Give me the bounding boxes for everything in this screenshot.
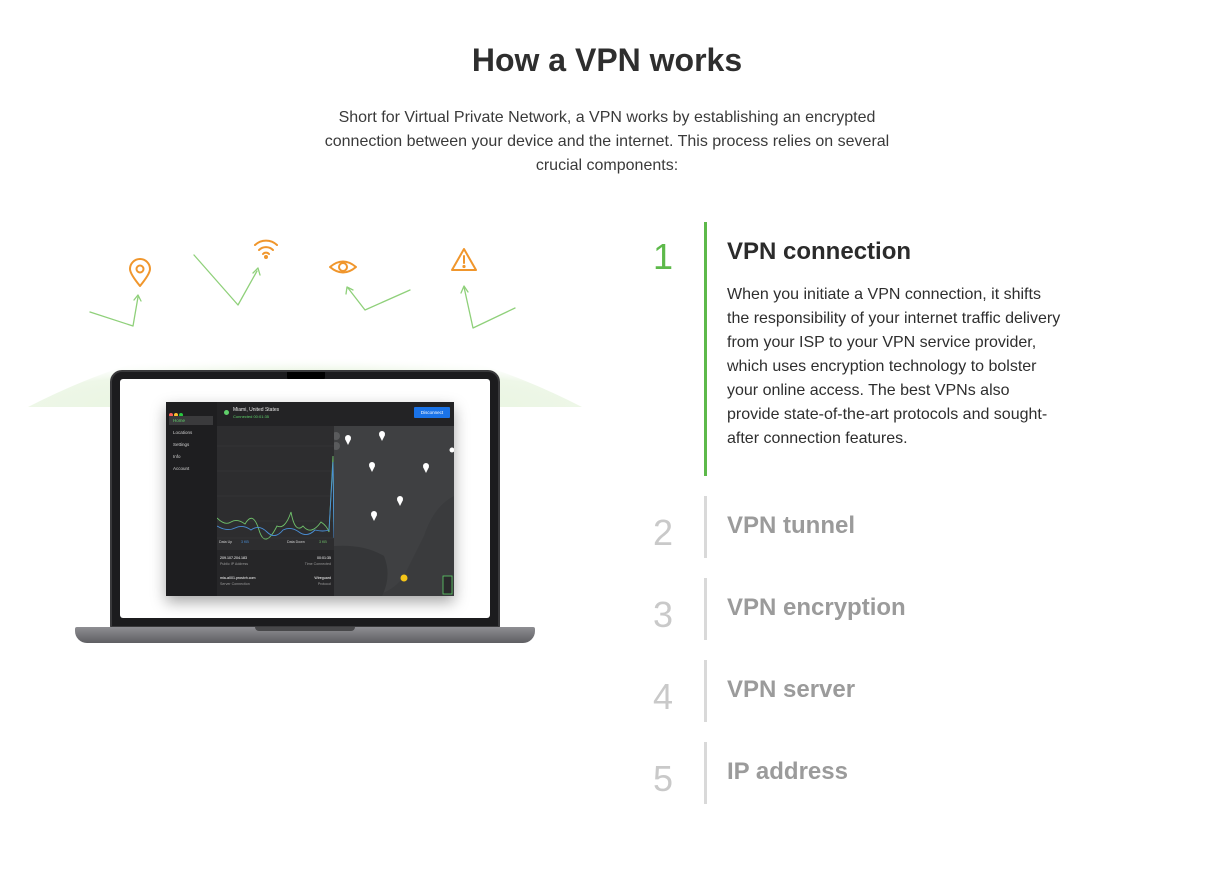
step-number: 2: [652, 512, 674, 553]
step-1[interactable]: 1 VPN connection When you initiate a VPN…: [640, 222, 1120, 476]
camera-notch: [287, 372, 325, 381]
step-indicator-bar: [704, 578, 707, 640]
vpn-app-window: Home Locations Settings Info Account Mia…: [166, 402, 454, 596]
sidebar-item-home: Home: [169, 416, 213, 425]
sidebar-item-info: Info: [173, 454, 181, 459]
time-label: Time Connected: [304, 562, 331, 566]
disconnect-button: Disconnect: [414, 407, 450, 418]
window-controls: [169, 404, 184, 422]
ip-value: 209.107.204.183: [220, 556, 247, 560]
step-3[interactable]: 3 VPN encryption: [640, 578, 1120, 640]
step-number: 1: [652, 236, 674, 277]
step-title: VPN encryption: [727, 594, 906, 621]
step-title: VPN tunnel: [727, 512, 856, 539]
laptop-base: [75, 627, 535, 643]
step-title: VPN server: [727, 676, 856, 703]
server-label: Server Connection: [220, 582, 250, 586]
data-down-label: Data Down: [287, 540, 305, 544]
step-title: VPN connection: [727, 238, 912, 265]
connected-location: Miami, United States: [233, 407, 280, 413]
step-number: 5: [652, 758, 674, 799]
sidebar-item-locations: Locations: [173, 430, 193, 435]
arrow-4: [463, 286, 516, 329]
step-2[interactable]: 2 VPN tunnel: [640, 496, 1120, 558]
sidebar-item-account: Account: [173, 466, 190, 471]
protocol-value: Wireguard: [314, 576, 331, 580]
arrow-3: [347, 287, 411, 311]
step-5[interactable]: 5 IP address: [640, 742, 1120, 804]
arrow-1: [89, 296, 139, 327]
page-title: How a VPN works: [471, 42, 743, 78]
warning-icon: [451, 248, 477, 271]
step-indicator-bar: [704, 222, 707, 476]
arrow-2: [193, 254, 258, 306]
connection-stats: 209.107.204.183 Public IP Address 00:01:…: [217, 550, 334, 596]
connection-status: Connected 00:01:35: [233, 414, 270, 419]
step-indicator-bar: [704, 496, 707, 558]
traffic-graph: Data Up 3 KB Data Down 3 KB: [217, 426, 334, 550]
step-indicator-bar: [704, 742, 707, 804]
laptop-screen: Home Locations Settings Info Account Mia…: [120, 379, 490, 618]
intro-text: Short for Virtual Private Network, a VPN…: [324, 109, 890, 174]
server-map: [334, 426, 454, 596]
step-number: 4: [652, 676, 674, 717]
server-value: mia-a001.prostvh.com: [220, 576, 256, 580]
step-title: IP address: [727, 758, 848, 785]
app-topbar: Miami, United States Connected 00:01:35 …: [217, 402, 454, 426]
data-down-value: 3 KB: [319, 540, 327, 544]
step-4[interactable]: 4 VPN server: [640, 660, 1120, 722]
connected-indicator: [224, 410, 229, 415]
step-description: When you initiate a VPN connection, it s…: [727, 286, 1061, 447]
time-value: 00:01:35: [317, 556, 331, 560]
protocol-label: Protocol: [317, 582, 331, 586]
vpn-illustration: Home Locations Settings Info Account Mia…: [20, 225, 600, 655]
data-up-value: 3 KB: [241, 540, 249, 544]
data-up-label: Data Up: [219, 540, 233, 544]
step-number: 3: [652, 594, 674, 635]
location-pin-icon: [129, 258, 151, 287]
app-sidebar: Home Locations Settings Info Account: [166, 402, 217, 596]
laptop-lid: Home Locations Settings Info Account Mia…: [110, 370, 500, 628]
ip-label: Public IP Address: [220, 562, 249, 566]
eye-icon: [329, 260, 357, 274]
sidebar-item-settings: Settings: [173, 442, 190, 447]
wifi-icon: [254, 239, 278, 259]
step-indicator-bar: [704, 660, 707, 722]
